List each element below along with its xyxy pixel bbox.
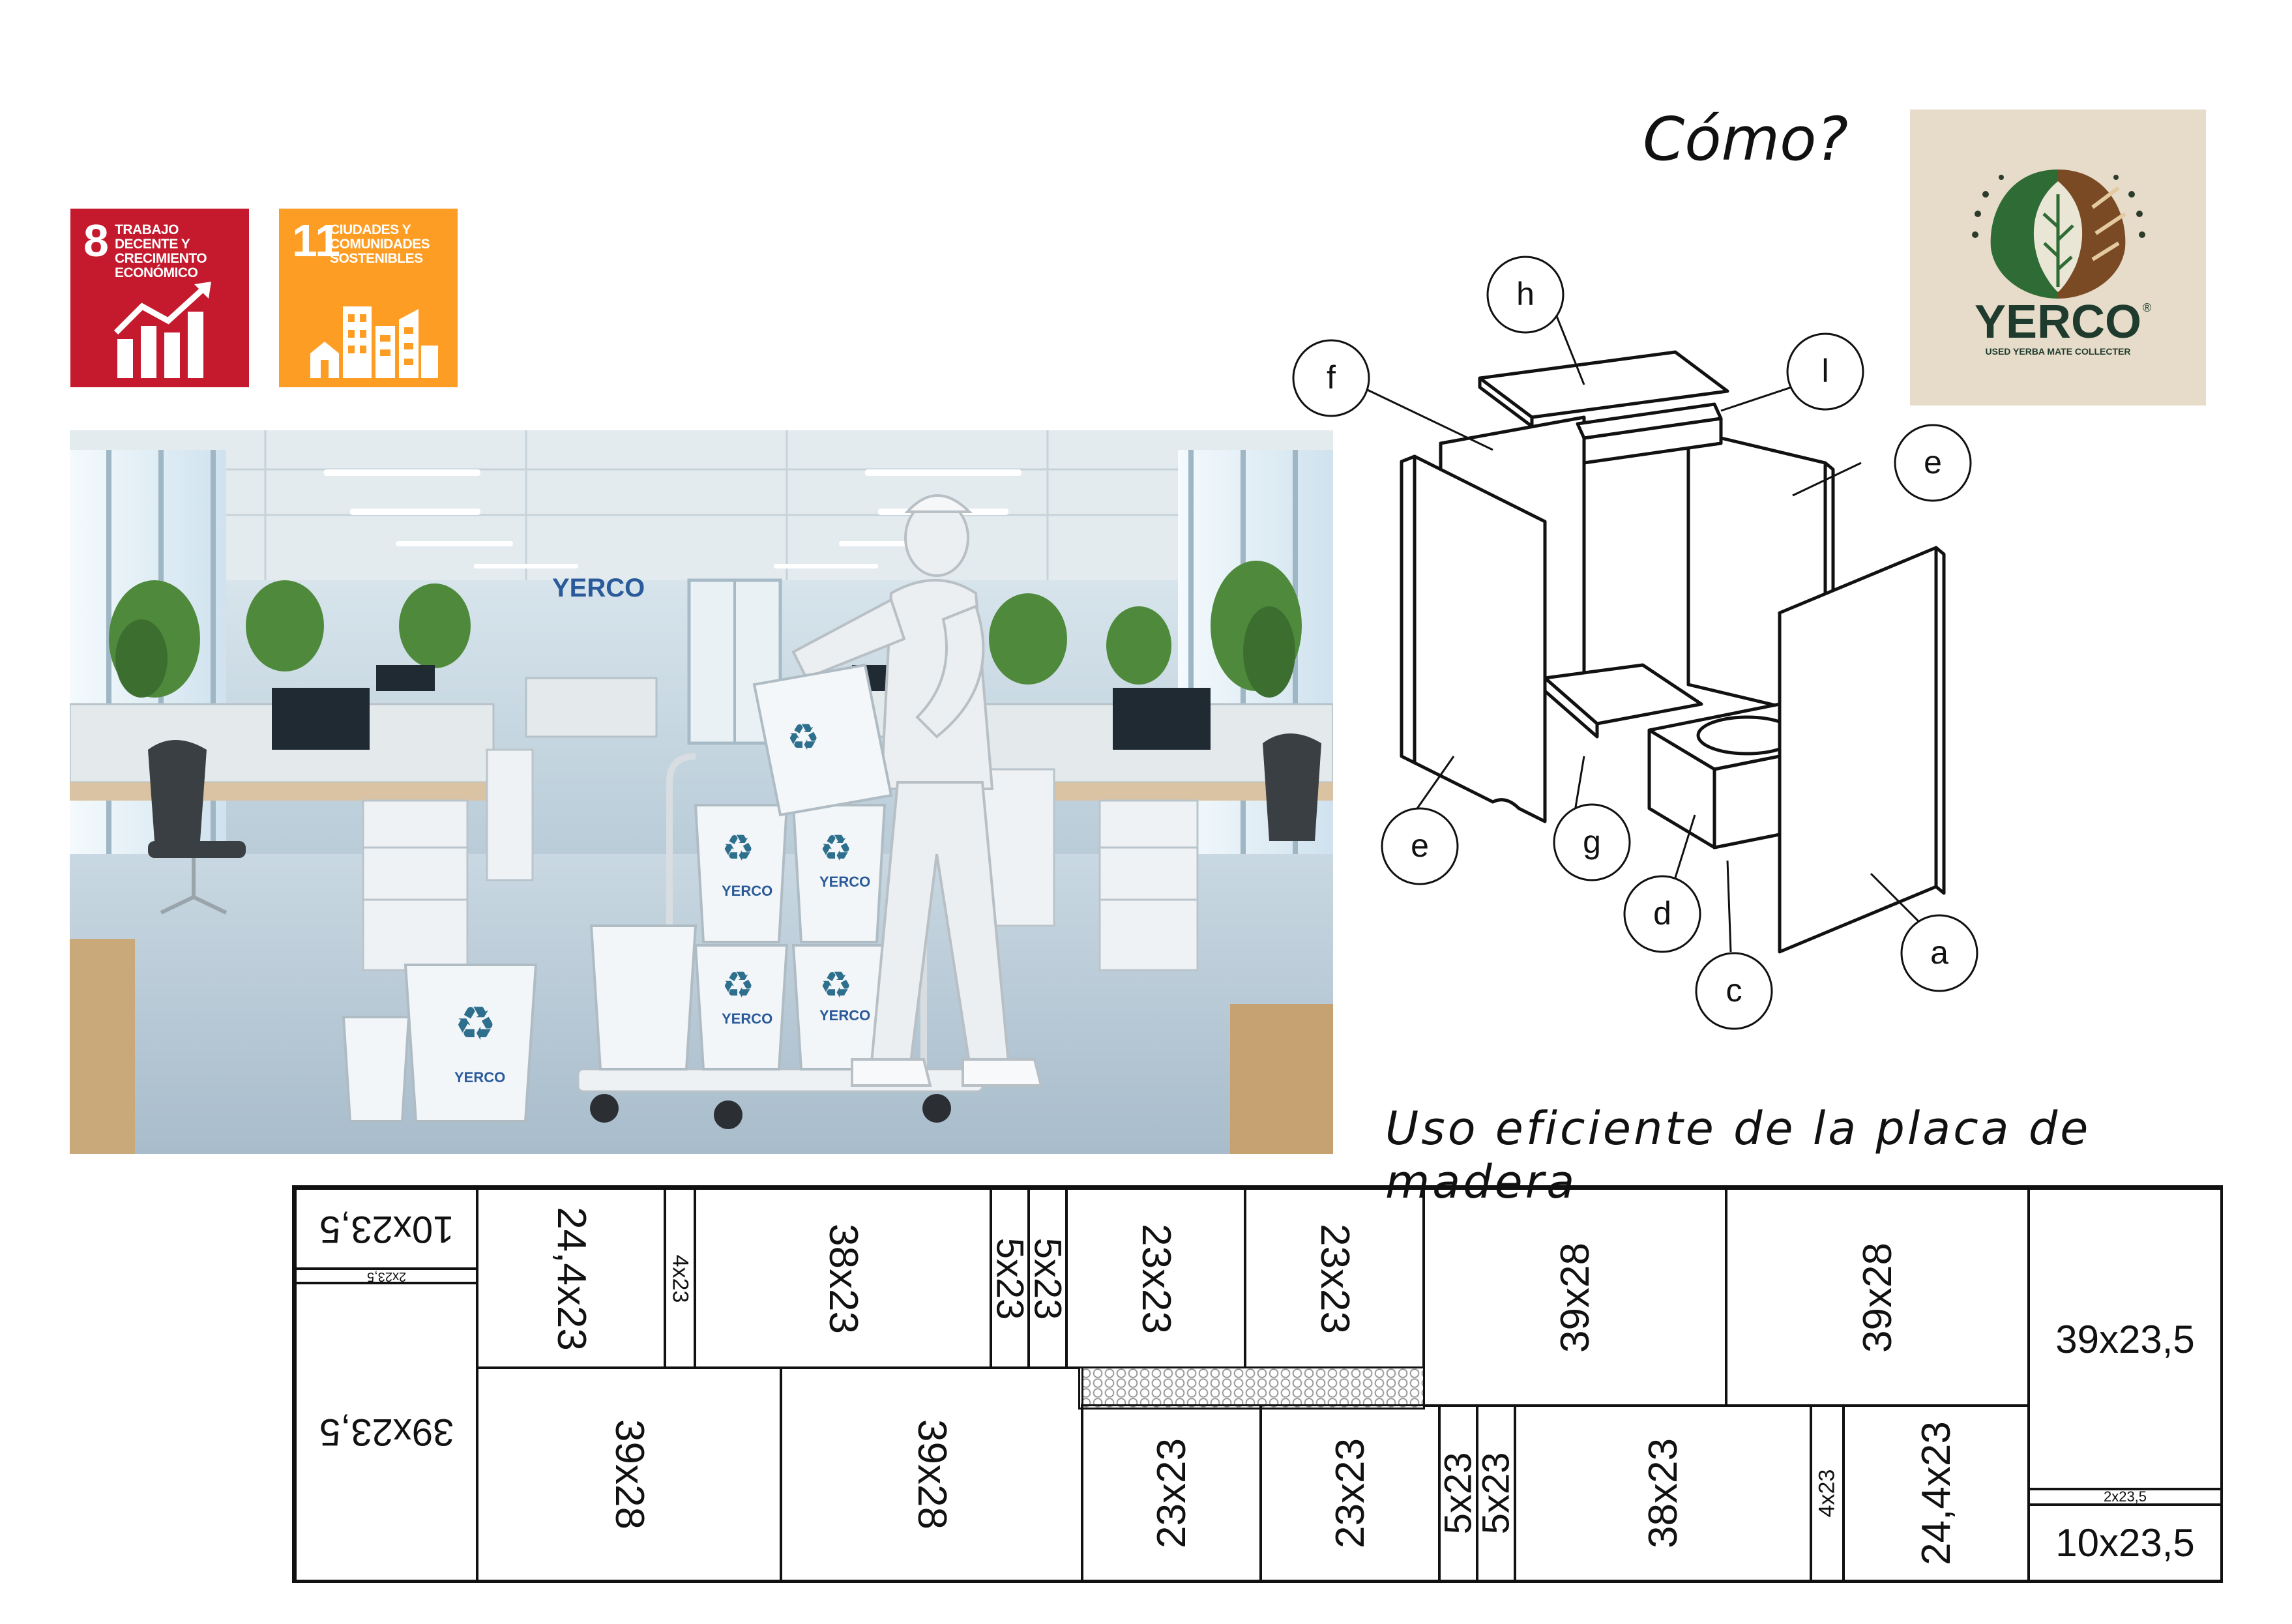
cut-piece: 24,4x23 [476,1188,666,1369]
cut-piece: 39x28 [476,1366,782,1582]
office-recycling-illustration: YERCO [70,430,1333,1154]
sdg-8-text: TRABAJO DECENTE Y CRECIMIENTO ECONÓMICO [115,222,207,281]
label-e: e [1924,444,1942,480]
cut-piece: 23x23 [1259,1404,1441,1582]
label-d: d [1653,895,1671,932]
logo-registered: ® [2143,301,2151,314]
label-circle [1786,332,1864,411]
bin-label: YERCO [819,1007,870,1024]
bin-label: YERCO [819,874,870,890]
sdg-11-tile: 11 CIUDADES Y COMUNIDADES SOSTENIBLES [279,209,458,387]
cut-piece: 23x23 [1065,1188,1246,1369]
cut-piece: 39x28 [1725,1188,2030,1407]
cut-piece: 10x23,5 [295,1188,478,1270]
label-h: h [1516,276,1535,312]
label-a: a [1930,934,1948,971]
cut-piece: 10x23,5 [2027,1503,2223,1582]
label-circle [1553,803,1631,881]
bin-label: YERCO [722,1011,772,1027]
recycle-icon: ♻ [722,827,754,870]
cut-piece: 23x23 [1244,1188,1425,1369]
label-circle [1486,256,1565,334]
cut-piece: 5x23 [1438,1404,1478,1582]
label-circle [1894,424,1972,502]
cut-piece: 24,4x23 [1842,1404,2030,1582]
bin-label: YERCO [722,883,772,899]
cut-piece: 39x23,5 [2027,1188,2223,1490]
label-l: l [1821,353,1829,389]
recycle-icon: ♻ [454,996,497,1051]
label-circle [1623,875,1701,953]
wall-sign-yerco: YERCO [552,574,645,602]
city-buildings-icon [310,306,438,378]
bin-label: YERCO [454,1069,505,1085]
recycle-icon: ♻ [819,827,852,870]
heading-como: Cómo? [1643,104,1849,174]
cut-piece: 39x23,5 [295,1282,478,1582]
cut-piece: 5x23 [1027,1188,1068,1369]
sdg-11-text: CIUDADES Y COMUNIDADES SOSTENIBLES [330,222,430,267]
label-f: f [1327,359,1336,396]
cut-piece: 4x23 [1810,1404,1845,1582]
subheading: Uso eficiente de la placa de madera [1385,1102,2091,1209]
logo-tagline: USED YERBA MATE COLLECTER [1986,346,2131,357]
recycle-icon: ♻ [787,716,819,759]
cut-piece: 23x23 [1081,1404,1262,1582]
cut-piece: 5x23 [990,1188,1030,1369]
cut-piece: 38x23 [694,1188,992,1369]
cut-piece: 39x28 [1422,1188,1727,1407]
label-c: c [1726,972,1742,1009]
recycle-icon: ♻ [722,964,754,1007]
label-e: e [1411,827,1429,864]
growth-chart-icon [113,282,211,378]
label-circle [1695,952,1773,1030]
exploded-box-diagram: h f l e e g d c a [1292,256,1978,1030]
label-g: g [1583,823,1601,860]
sdg-8-tile: 8 TRABAJO DECENTE Y CRECIMIENTO ECONÓMIC… [70,209,249,387]
sdg-11-number: 11 [292,215,340,266]
cut-plan-table: 10x23,5 2x23,5 39x23,5 24,4x23 4x23 38x2… [292,1185,2223,1583]
waste-area [1078,1366,1425,1410]
label-circle [1381,807,1459,885]
logo-brand: YERCO [1975,296,2141,348]
cut-piece: 38x23 [1514,1404,1812,1582]
sdg-8-number: 8 [83,215,109,266]
label-circle [1900,914,1978,992]
recycle-icon: ♻ [819,964,852,1007]
cut-piece: 39x28 [780,1366,1083,1582]
label-circle [1292,339,1370,417]
leaf-logo-icon: YERCO ® USED YERBA MATE COLLECTER [1972,170,2151,357]
cut-piece: 5x23 [1476,1404,1516,1582]
yerco-logo: YERCO ® USED YERBA MATE COLLECTER [1910,110,2206,406]
office-scene: YERCO [70,430,1333,1154]
cut-piece: 4x23 [664,1188,696,1369]
